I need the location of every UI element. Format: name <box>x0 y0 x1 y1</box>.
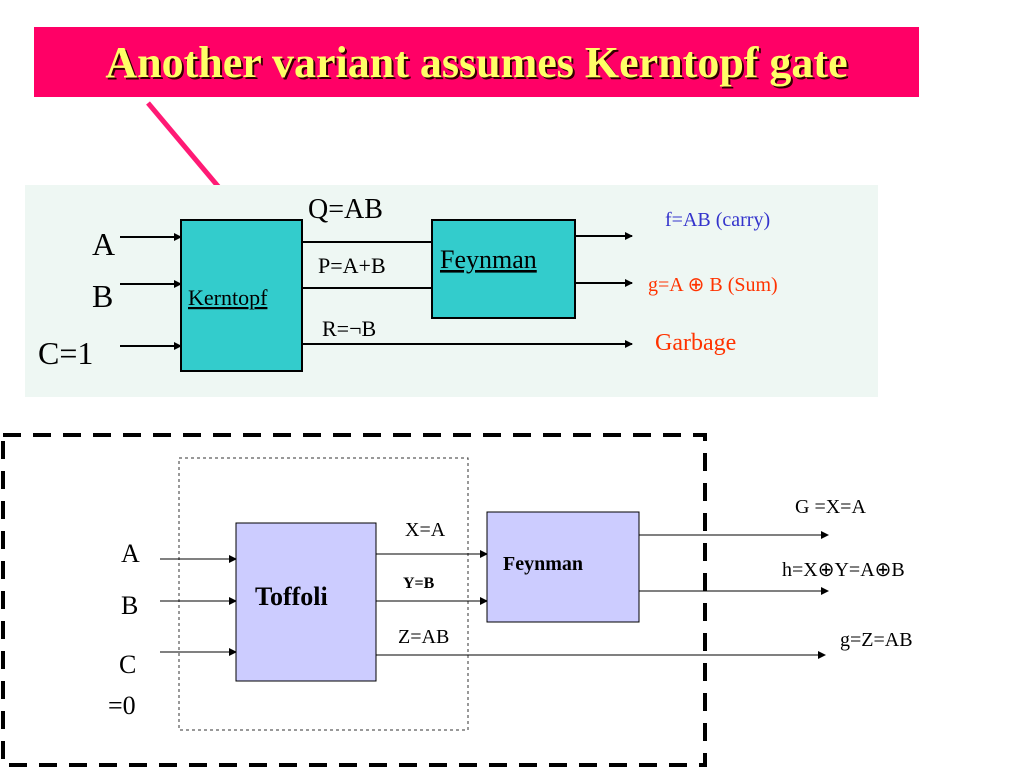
wire-x-label: X=A <box>405 519 446 541</box>
feynman-block-bottom <box>486 511 640 623</box>
bottom-input-c-value: =0 <box>108 691 136 720</box>
feynman-label-top: Feynman <box>440 245 537 274</box>
bottom-input-a: A <box>121 539 140 568</box>
wire-p-label: P=A+B <box>318 253 386 278</box>
dotted-inner-box <box>178 457 469 731</box>
output-g-label: G =X=A <box>795 496 866 518</box>
output-garbage-label: Garbage <box>655 330 736 356</box>
feynman-block-top <box>431 219 576 319</box>
output-h-label: h=X⊕Y=A⊕B <box>782 559 905 581</box>
kerntopf-label: Kerntopf <box>188 285 268 310</box>
wire-r-label: R=¬B <box>322 316 376 341</box>
output-carry-label: f=AB (carry) <box>665 209 770 231</box>
bottom-input-c: C <box>119 650 136 679</box>
output-sum-label: g=A ⊕ B (Sum) <box>648 274 778 296</box>
kerntopf-block <box>180 219 303 372</box>
dashed-outer-box <box>1 433 707 767</box>
title-banner: Another variant assumes Kerntopf gate <box>34 27 919 97</box>
output-gz-label: g=Z=AB <box>840 629 913 651</box>
feynman-label-bottom: Feynman <box>503 553 583 575</box>
toffoli-label: Toffoli <box>255 582 328 611</box>
input-c-label: C=1 <box>38 335 93 371</box>
wire-q-label: Q=AB <box>308 194 383 225</box>
wire-z-label: Z=AB <box>398 626 449 648</box>
page-title: Another variant assumes Kerntopf gate <box>105 37 848 87</box>
bottom-input-b: B <box>121 591 138 620</box>
input-a-label: A <box>92 226 115 262</box>
wire-y-label: Y=B <box>403 575 435 592</box>
input-b-label: B <box>92 278 113 314</box>
toffoli-block <box>235 522 377 682</box>
